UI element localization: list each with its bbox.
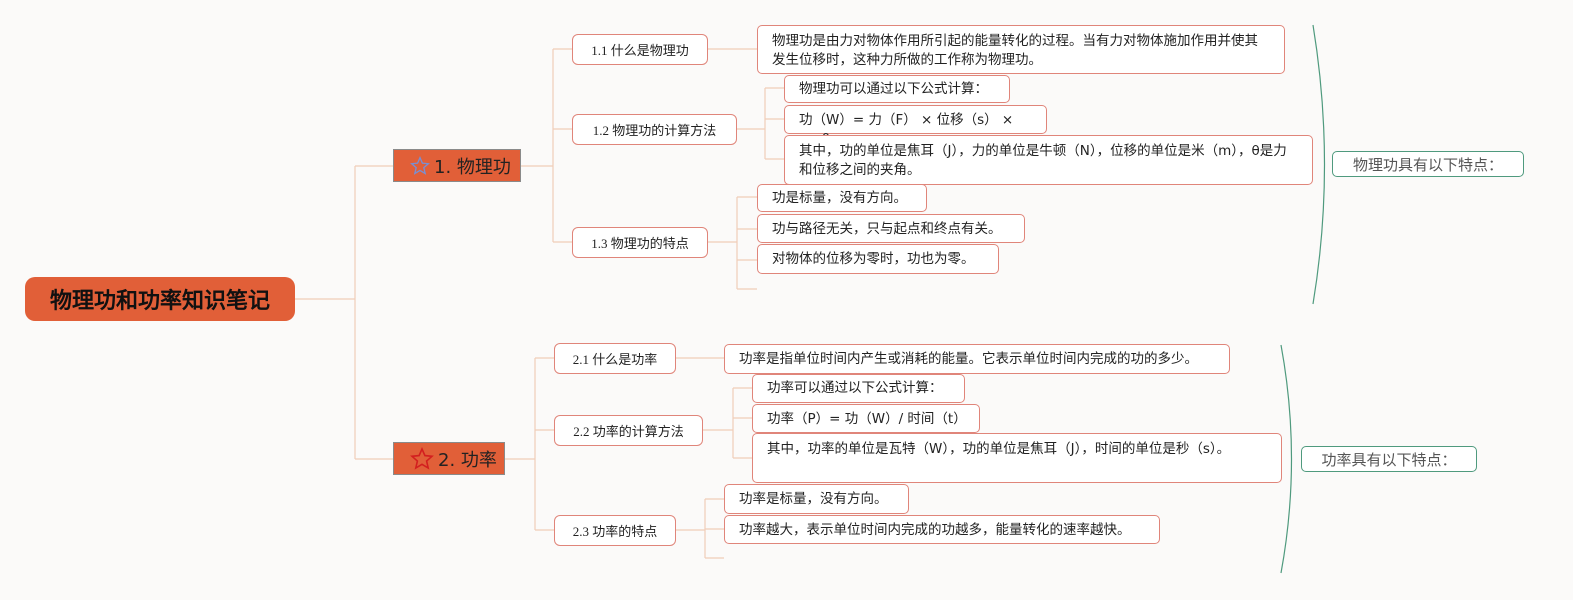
leaf-1-3-3[interactable]: 对物体的位移为零时，功也为零。 bbox=[757, 244, 999, 274]
leaf-text: 功与路径无关，只与起点和终点有关。 bbox=[772, 221, 1002, 237]
summary-brace-1 bbox=[1312, 24, 1326, 305]
sub-topic-2-2[interactable]: 2.2 功率的计算方法 bbox=[554, 415, 703, 446]
star-red-outline-icon bbox=[410, 446, 434, 470]
leaf-1-3-1[interactable]: 功是标量，没有方向。 bbox=[757, 184, 927, 212]
leaf-2-3-2[interactable]: 功率越大，表示单位时间内完成的功越多，能量转化的速率越快。 bbox=[724, 515, 1160, 544]
connector-sub-1-3 bbox=[708, 196, 757, 290]
leaf-text: 功是标量，没有方向。 bbox=[772, 190, 907, 206]
leaf-2-2-3[interactable]: 其中，功率的单位是瓦特（W），功的单位是焦耳（J），时间的单位是秒（s）。 bbox=[752, 433, 1282, 483]
leaf-1-2-1[interactable]: 物理功可以通过以下公式计算： bbox=[784, 75, 1010, 103]
leaf-2-2-2[interactable]: 功率（P）= 功（W）/ 时间（t） bbox=[752, 404, 980, 433]
leaf-2-2-1[interactable]: 功率可以通过以下公式计算： bbox=[752, 374, 965, 403]
branch-work[interactable]: 1. 物理功 bbox=[393, 149, 521, 182]
leaf-text: 物理功是由力对物体作用所引起的能量转化的过程。当有力对物体施加作用并使其发生位移… bbox=[772, 33, 1258, 68]
root-title: 物理功和功率知识笔记 bbox=[49, 289, 270, 314]
sub-topic-1-3[interactable]: 1.3 物理功的特点 bbox=[572, 227, 708, 258]
leaf-text: 物理功可以通过以下公式计算： bbox=[799, 81, 988, 97]
branch-title: 2. 功率 bbox=[438, 449, 497, 471]
sub-topic-1-1[interactable]: 1.1 什么是物理功 bbox=[572, 34, 708, 65]
sub-topic-label: 2.3 功率的特点 bbox=[572, 524, 658, 539]
leaf-2-3-1[interactable]: 功率是标量，没有方向。 bbox=[724, 484, 909, 514]
leaf-1-2-2[interactable]: 功（W）= 力（F） × 位移（s） × cosθ bbox=[784, 105, 1047, 147]
root-topic[interactable]: 物理功和功率知识笔记 bbox=[25, 277, 295, 321]
connector-sub-1-2 bbox=[737, 87, 784, 160]
sub-topic-label: 2.2 功率的计算方法 bbox=[573, 424, 684, 439]
summary-text: 物理功具有以下特点： bbox=[1352, 155, 1503, 174]
leaf-1-2-3[interactable]: 其中，功的单位是焦耳（J），力的单位是牛顿（N），位移的单位是米（m），θ是力和… bbox=[784, 135, 1313, 185]
leaf-text: 功率可以通过以下公式计算： bbox=[767, 380, 943, 396]
connector-branch-2 bbox=[505, 357, 554, 531]
connector-root bbox=[295, 165, 393, 460]
sub-topic-2-3[interactable]: 2.3 功率的特点 bbox=[554, 515, 676, 546]
sub-topic-label: 1.2 物理功的计算方法 bbox=[592, 123, 717, 138]
leaf-text: 其中，功率的单位是瓦特（W），功的单位是焦耳（J），时间的单位是秒（s）。 bbox=[767, 441, 1231, 457]
summary-power[interactable]: 功率具有以下特点： bbox=[1301, 446, 1477, 472]
leaf-1-3-2[interactable]: 功与路径无关，只与起点和终点有关。 bbox=[757, 214, 1025, 243]
sub-topic-label: 1.1 什么是物理功 bbox=[591, 43, 689, 58]
sub-topic-2-1[interactable]: 2.1 什么是功率 bbox=[554, 343, 676, 374]
sub-topic-label: 2.1 什么是功率 bbox=[572, 352, 658, 367]
leaf-1-1-1[interactable]: 物理功是由力对物体作用所引起的能量转化的过程。当有力对物体施加作用并使其发生位移… bbox=[757, 25, 1285, 74]
leaf-text: 其中，功的单位是焦耳（J），力的单位是牛顿（N），位移的单位是米（m），θ是力和… bbox=[799, 143, 1287, 178]
connector-branch-1 bbox=[521, 48, 572, 243]
summary-text: 功率具有以下特点： bbox=[1321, 450, 1457, 469]
leaf-text: 功率是指单位时间内产生或消耗的能量。它表示单位时间内完成的功的多少。 bbox=[739, 351, 1198, 367]
branch-power[interactable]: 2. 功率 bbox=[393, 442, 505, 475]
star-outline-icon bbox=[410, 155, 430, 175]
leaf-text: 功率是标量，没有方向。 bbox=[739, 491, 888, 507]
summary-work[interactable]: 物理功具有以下特点： bbox=[1332, 151, 1524, 177]
connector-sub-2-2 bbox=[703, 387, 752, 459]
sub-topic-1-2[interactable]: 1.2 物理功的计算方法 bbox=[572, 114, 737, 145]
leaf-text: 功率越大，表示单位时间内完成的功越多，能量转化的速率越快。 bbox=[739, 522, 1131, 538]
sub-topic-label: 1.3 物理功的特点 bbox=[591, 236, 689, 251]
connector-sub-2-3 bbox=[676, 498, 724, 559]
leaf-2-1-1[interactable]: 功率是指单位时间内产生或消耗的能量。它表示单位时间内完成的功的多少。 bbox=[724, 344, 1230, 374]
leaf-text: 对物体的位移为零时，功也为零。 bbox=[772, 251, 975, 267]
branch-title: 1. 物理功 bbox=[434, 156, 511, 178]
leaf-text: 功率（P）= 功（W）/ 时间（t） bbox=[767, 411, 967, 427]
summary-brace-2 bbox=[1280, 344, 1293, 574]
